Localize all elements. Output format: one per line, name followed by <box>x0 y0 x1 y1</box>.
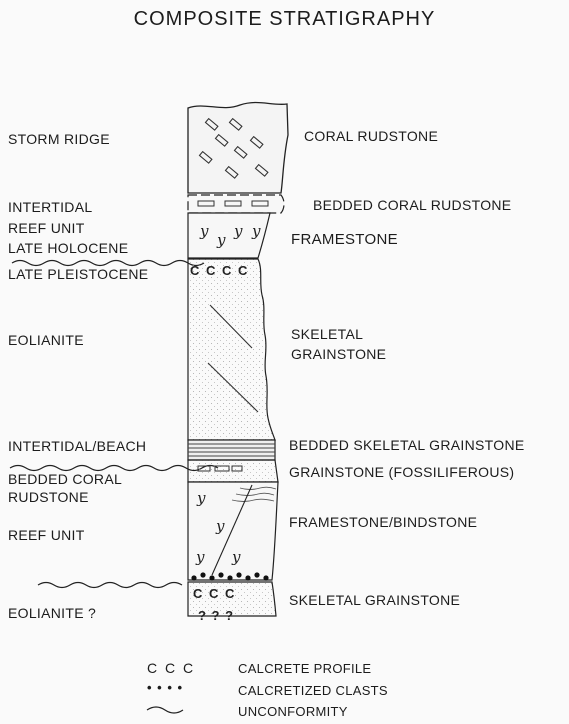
unconformity-middle <box>10 466 218 471</box>
unconformity-upper <box>12 261 204 266</box>
bedded-skeletal-grainstone-bed <box>188 440 275 460</box>
calcrete-lower-symbols: C C C <box>193 586 236 601</box>
y-symbol: y <box>216 231 226 249</box>
y-symbol: y <box>251 222 261 240</box>
y-symbol: y <box>231 548 241 566</box>
legend-unconformity-symbol <box>147 707 183 713</box>
y-symbol: y <box>233 222 243 240</box>
bedded-coral-rudstone-bed <box>188 195 284 213</box>
legend-symbol-calcretized-clasts: • • • • <box>147 680 183 695</box>
coral-rudstone-bed <box>188 103 288 193</box>
legend-label-calcrete-profile: CALCRETE PROFILE <box>238 661 371 676</box>
y-symbol: y <box>195 548 205 566</box>
calcrete-upper-symbols: C C C C <box>190 263 249 278</box>
unknown-base-symbols: ? ? ? <box>198 608 234 623</box>
legend-label-calcretized-clasts: CALCRETIZED CLASTS <box>238 683 388 698</box>
legend-symbol-calcrete: C C C <box>147 660 195 676</box>
eolianite-bed <box>188 259 275 440</box>
y-symbol: y <box>196 489 206 507</box>
y-symbol: y <box>199 222 209 240</box>
unconformity-lower <box>38 583 182 588</box>
legend-label-unconformity: UNCONFORMITY <box>238 704 348 719</box>
y-symbol: y <box>215 517 225 535</box>
